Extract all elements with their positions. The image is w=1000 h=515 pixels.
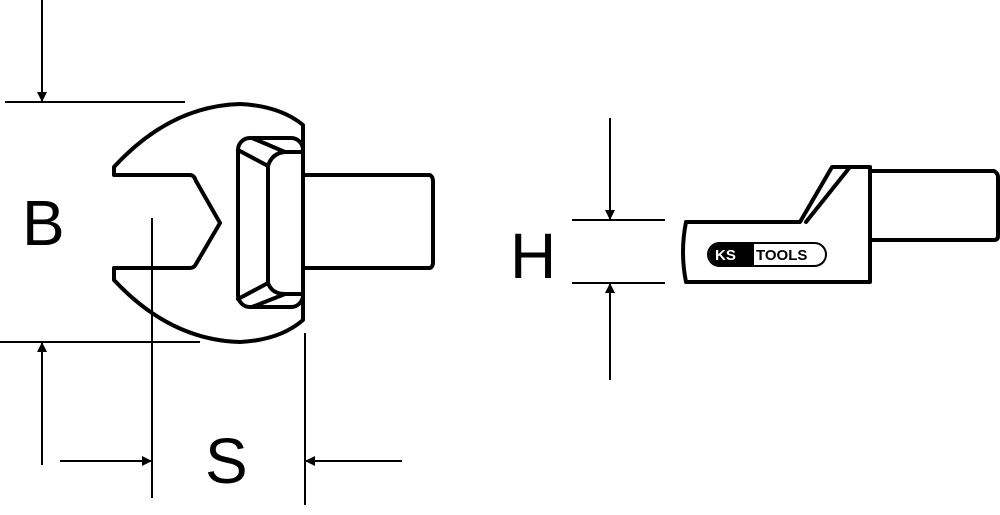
side-shank <box>868 169 1000 242</box>
pocket-bevel <box>236 136 305 309</box>
dimension-b: B <box>0 0 200 465</box>
wrench-side-view: KS TOOLS <box>681 165 1000 284</box>
shank <box>301 173 435 270</box>
label-b: B <box>22 187 65 259</box>
wrench-front-view <box>112 102 435 344</box>
dimension-s: S <box>60 218 402 505</box>
label-h: H <box>510 220 556 292</box>
dimension-h: H <box>510 118 665 380</box>
side-bevel <box>804 165 852 224</box>
svg-text:KS: KS <box>715 247 736 264</box>
ks-tools-logo: KS TOOLS <box>707 242 827 267</box>
label-s: S <box>205 425 248 497</box>
head-outline <box>112 102 305 344</box>
svg-text:TOOLS: TOOLS <box>756 247 807 264</box>
pocket-outline <box>236 136 305 309</box>
